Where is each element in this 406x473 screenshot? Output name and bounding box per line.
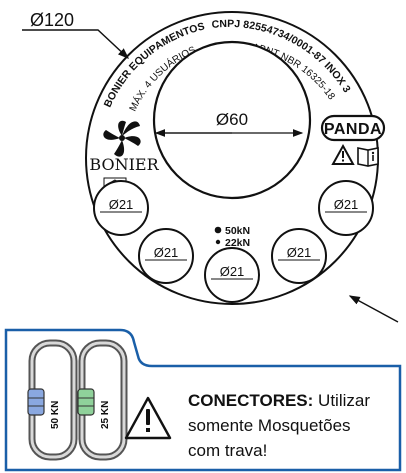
panda-logo: PANDA [320, 114, 386, 142]
carabiner-1: 50 KN [27, 339, 78, 461]
small-hole-1: Ø21 [93, 180, 149, 236]
strength-label-2: 22kN [225, 237, 250, 249]
notice-title: CONECTORES: [188, 391, 313, 410]
small-hole-5: Ø21 [204, 247, 260, 303]
warning-triangle-icon [331, 143, 355, 165]
carabiner-2-gate-sleeve [77, 388, 95, 416]
outer-diameter-label: Ø120 [30, 10, 74, 30]
notice-panel [4, 328, 402, 472]
small-hole-2: Ø21 [318, 180, 374, 236]
manual-book-icon [357, 147, 379, 167]
brand-right: PANDA [324, 121, 382, 138]
carabiner-1-gate-sleeve [27, 388, 45, 416]
brand-left: BONIER [89, 155, 159, 174]
small-hole-label: Ø21 [334, 197, 359, 212]
center-hole-label: Ø60 [216, 110, 248, 129]
carabiner-2: 25 KN [77, 339, 128, 461]
notice-line-2: somente Mosquetões [188, 416, 351, 435]
small-hole-label: Ø21 [154, 245, 179, 260]
small-hole-label: Ø21 [287, 245, 312, 260]
strength-dot-1 [214, 226, 222, 234]
strength-label-1: 50kN [225, 225, 250, 237]
outer-dimension-leader [22, 29, 130, 59]
outer-edge-leader [348, 295, 399, 323]
notice-line-1-rest: Utilizar [313, 391, 370, 410]
carabiner-1-rating: 50 KN [50, 401, 61, 429]
notice-line-3: com trava! [188, 441, 267, 460]
propeller-logo-icon [103, 120, 141, 157]
notice-line-1: CONECTORES: Utilizar [188, 391, 370, 410]
center-hole [152, 40, 312, 200]
small-hole-label: Ø21 [109, 197, 134, 212]
small-hole-label: Ø21 [220, 264, 245, 279]
carabiner-2-rating: 25 KN [100, 401, 111, 429]
strength-dot-2 [215, 239, 221, 245]
small-hole-3: Ø21 [138, 228, 194, 284]
notice-warning-icon [124, 396, 172, 440]
small-hole-4: Ø21 [271, 228, 327, 284]
